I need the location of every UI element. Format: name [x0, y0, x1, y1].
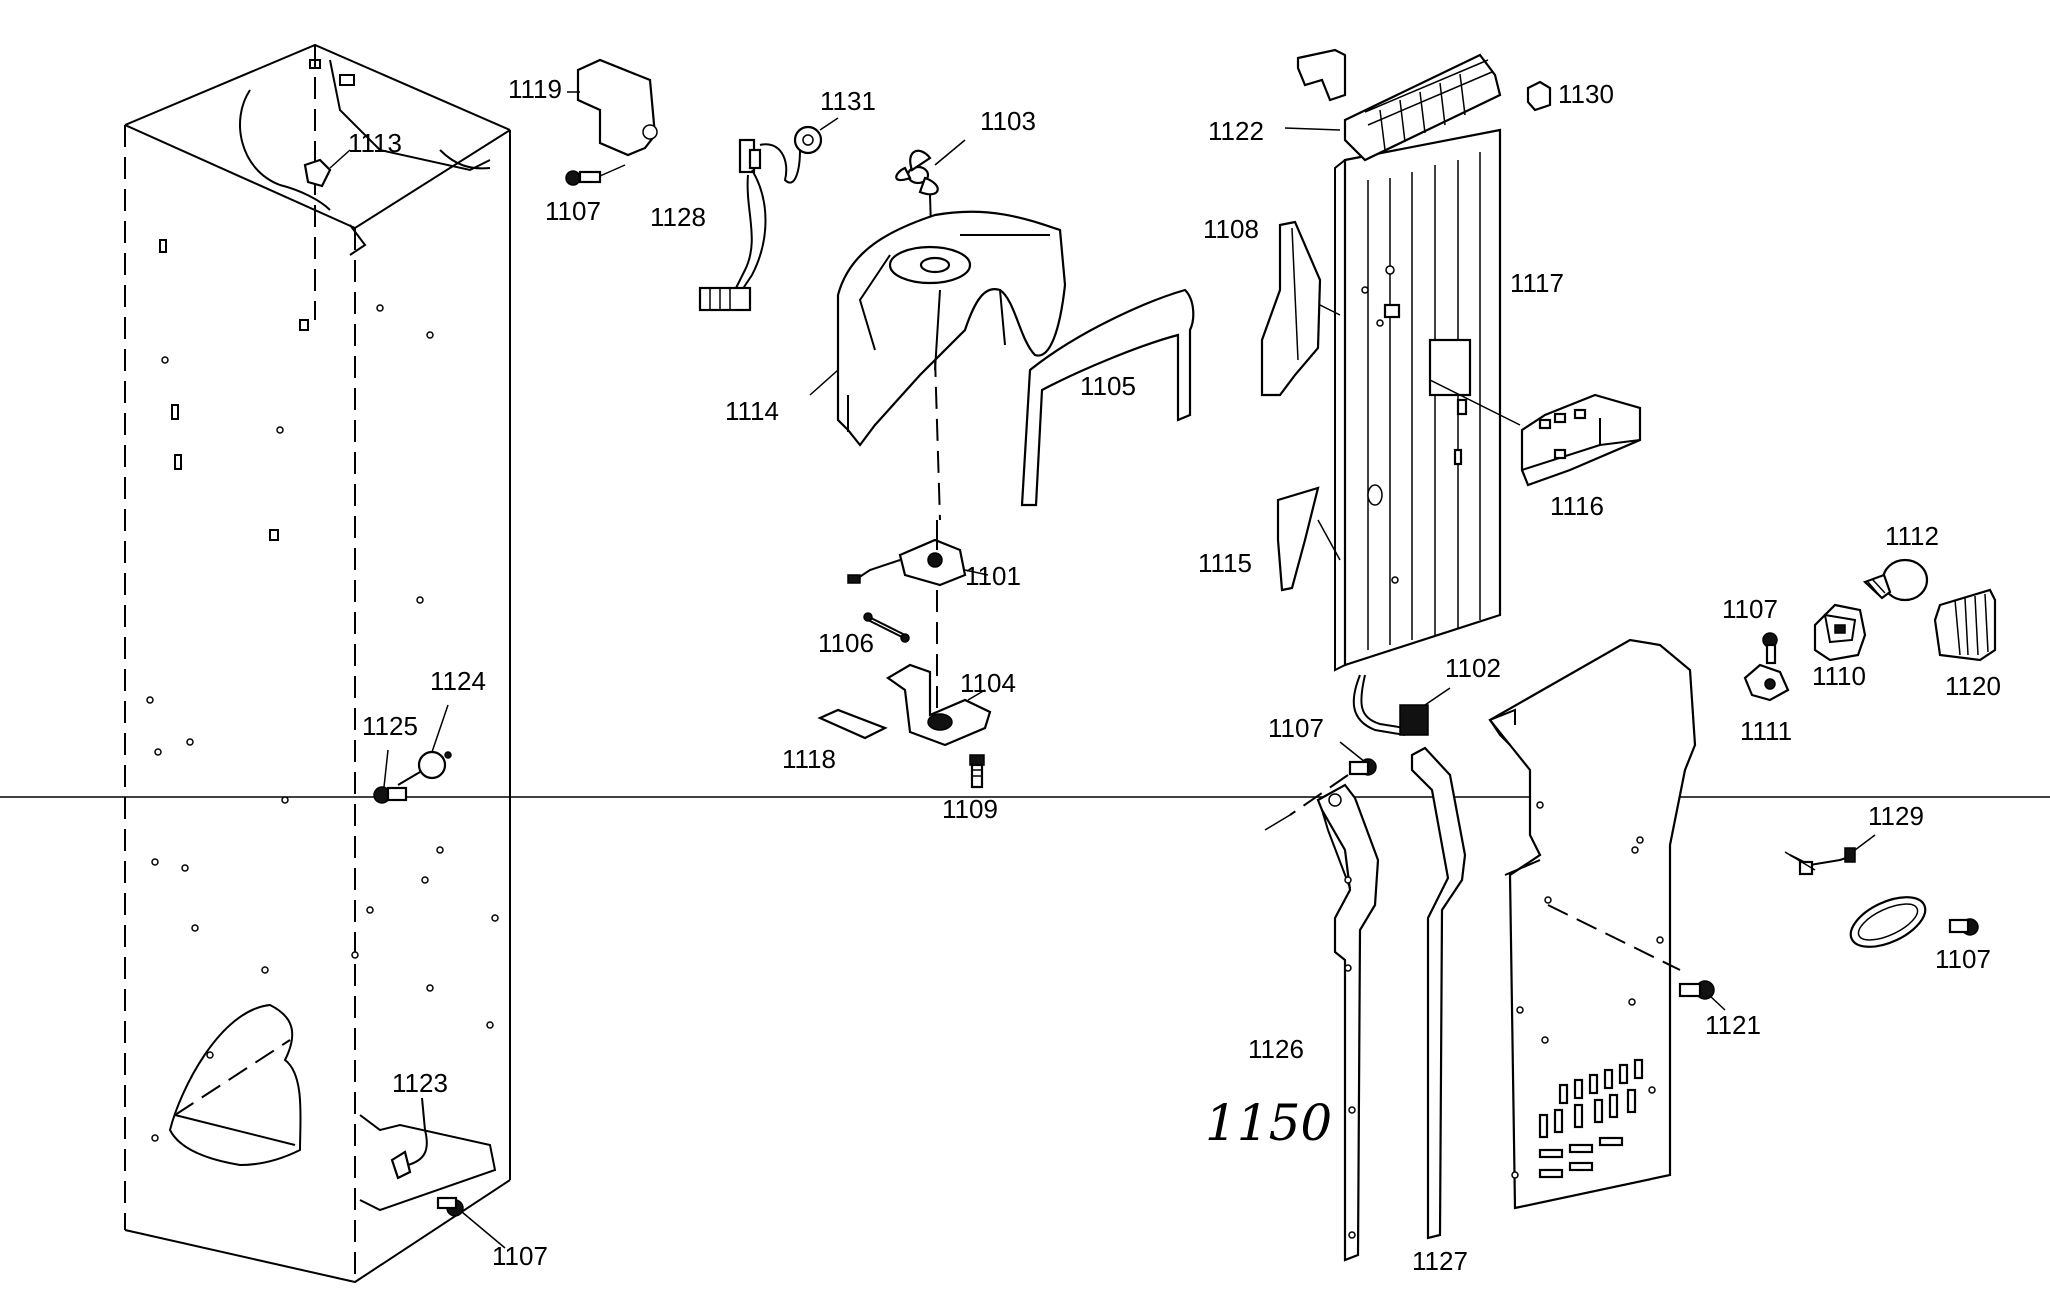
label-1116: 1116	[1550, 491, 1604, 521]
part-1104-motor-bracket	[885, 663, 992, 747]
part-1112-bulb	[1862, 558, 1929, 602]
label-1118: 1118	[782, 744, 836, 774]
part-1110-socket	[1813, 603, 1867, 662]
label-1128: 1128	[650, 202, 706, 232]
part-1106-strap	[863, 612, 910, 643]
part-1124-control	[397, 704, 452, 786]
part-1113-clip	[303, 149, 351, 188]
part-1129-harness	[1784, 834, 1876, 876]
part-1116-duct	[1520, 393, 1642, 487]
part-1109-screw	[969, 754, 985, 789]
part-1103-fan-blade	[895, 139, 966, 196]
label-1107-b: 1107	[492, 1241, 548, 1271]
label-1110: 1110	[1812, 661, 1866, 691]
label-1122: 1122	[1208, 116, 1264, 146]
part-1114-fan-shroud	[809, 210, 1067, 447]
part-1118-pad	[817, 708, 888, 740]
part-1102-harness	[1352, 674, 1451, 736]
part-1128-harness	[698, 138, 801, 312]
label-1121: 1121	[1705, 1010, 1761, 1040]
part-1117-evaporator-cover	[1309, 128, 1521, 672]
label-1126: 1126	[1248, 1034, 1304, 1064]
part-1121-screw	[1678, 980, 1726, 1011]
label-1131: 1131	[820, 86, 876, 116]
label-1107-c: 1107	[1268, 713, 1324, 743]
part-1101-fan-motor	[847, 520, 989, 587]
rear-panel	[1488, 638, 1697, 1210]
label-1129: 1129	[1868, 801, 1924, 831]
label-1124: 1124	[430, 666, 486, 696]
part-1111-clip	[1743, 663, 1790, 702]
label-1102: 1102	[1445, 653, 1501, 683]
label-1127: 1127	[1412, 1246, 1468, 1276]
label-1108: 1108	[1203, 214, 1259, 244]
label-1104: 1104	[960, 668, 1016, 698]
part-1107-screw-e	[1948, 918, 1979, 936]
label-1130: 1130	[1558, 79, 1614, 109]
label-1120: 1120	[1945, 671, 2001, 701]
label-1111: 1111	[1740, 716, 1792, 746]
label-1125: 1125	[362, 711, 418, 741]
part-1107-screw-b	[436, 1196, 506, 1249]
part-1107-screw-d	[1762, 632, 1778, 665]
label-1123: 1123	[392, 1068, 448, 1098]
label-1117: 1117	[1510, 268, 1564, 298]
part-1119-bracket	[567, 58, 658, 157]
label-1107-d: 1107	[1722, 594, 1778, 624]
part-1131-sensor	[793, 117, 839, 155]
label-1109: 1109	[942, 794, 998, 824]
part-1107-screw-a	[565, 164, 626, 186]
part-1115-foam	[1276, 486, 1341, 592]
label-1115: 1115	[1198, 548, 1252, 578]
label-1114: 1114	[725, 396, 779, 426]
part-1120-light-cover	[1933, 588, 1997, 662]
label-1113: 1113	[348, 128, 402, 158]
part-1123-sensor	[390, 1097, 428, 1180]
part-1122-grille	[1284, 53, 1502, 162]
label-1105: 1105	[1080, 371, 1136, 401]
part-1108-foam	[1260, 220, 1322, 397]
part-1130-block	[1526, 80, 1552, 112]
cabinet-liner	[124, 43, 511, 1284]
label-1107-a: 1107	[545, 196, 601, 226]
part-1125-screw	[373, 749, 408, 804]
part-grille-clip	[1296, 48, 1347, 102]
label-1119: 1119	[508, 74, 562, 104]
part-1105-gasket	[1020, 288, 1195, 507]
part-1107-screw-c	[1264, 741, 1377, 831]
part-oval-lens	[1849, 896, 1927, 948]
part-1127-rail	[1410, 746, 1467, 1240]
label-1106: 1106	[818, 628, 874, 658]
label-1103: 1103	[980, 106, 1036, 136]
label-1107-e: 1107	[1935, 944, 1991, 974]
label-1101: 1101	[965, 561, 1021, 591]
label-1112: 1112	[1885, 521, 1939, 551]
part-1126-rail	[1316, 783, 1380, 1262]
handwritten-1150: 1150	[1205, 1094, 1332, 1152]
